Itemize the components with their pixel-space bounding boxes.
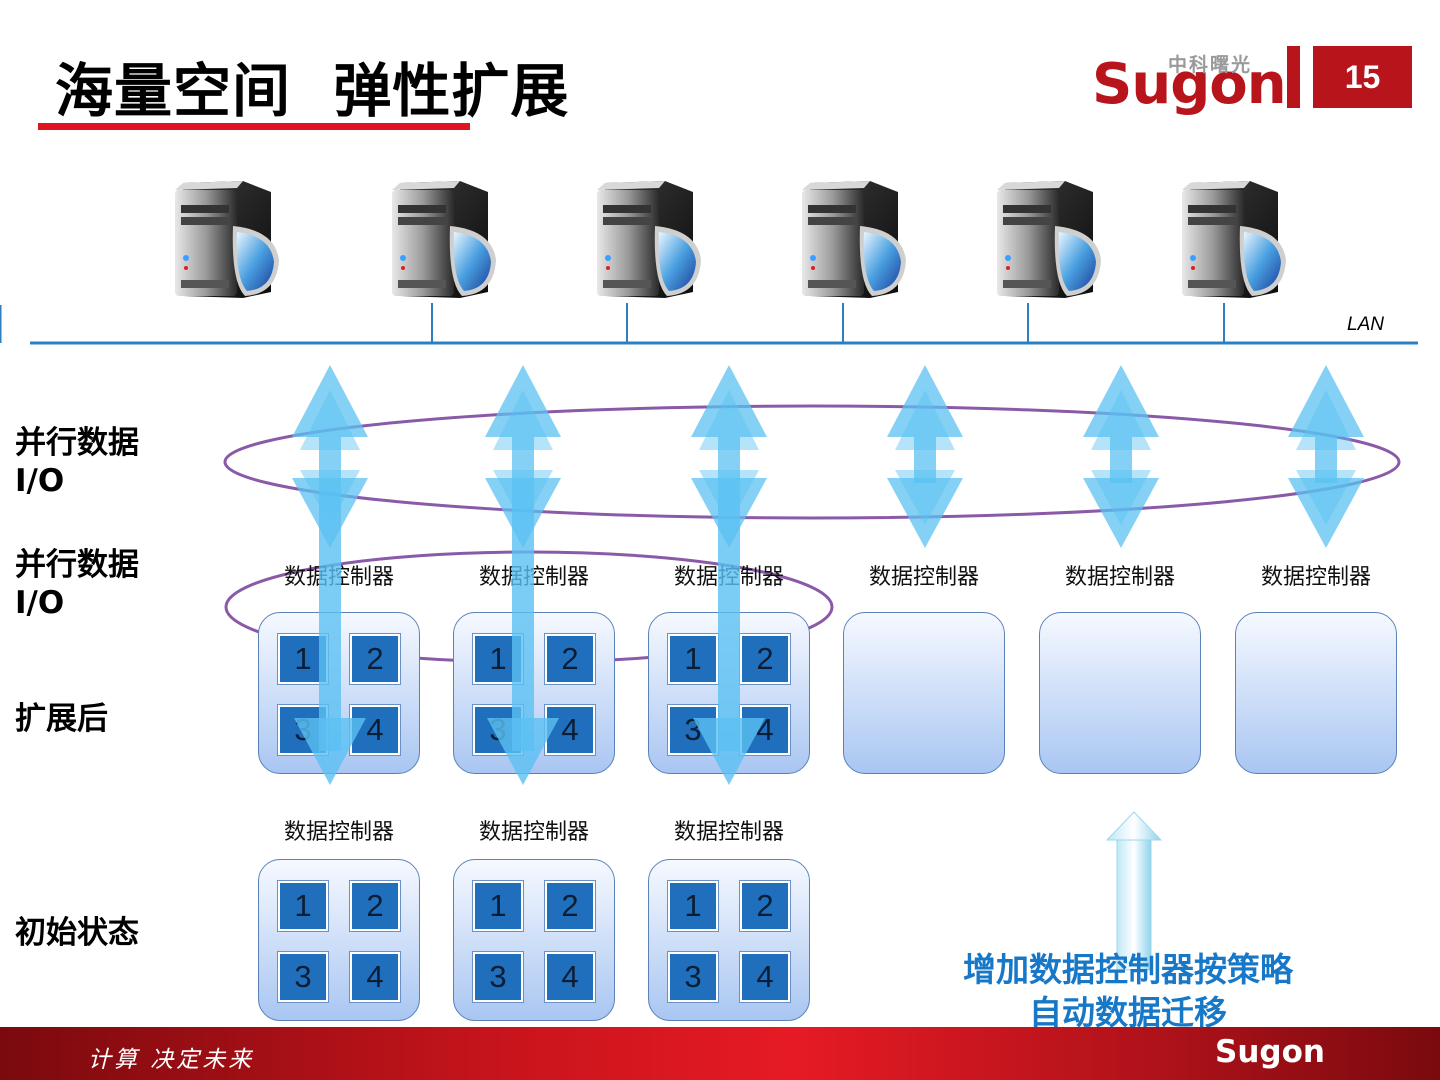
controller-label: 数据控制器 [673, 820, 784, 845]
lan-label: LAN [1347, 314, 1384, 335]
row-label-parallel-io-2: 并行数据 I/O [15, 547, 139, 621]
storage-block: 3 [278, 705, 328, 755]
server-icon [175, 181, 279, 298]
storage-block: 1 [278, 881, 328, 931]
migration-arrow-icon [1105, 811, 1163, 971]
storage-block: 2 [740, 634, 790, 684]
parallel-io-ellipse-large [223, 404, 1401, 520]
storage-block: 3 [668, 952, 718, 1002]
controller-label: 数据控制器 [283, 820, 394, 845]
storage-block: 3 [668, 705, 718, 755]
title-underline [38, 123, 470, 130]
storage-block: 4 [350, 705, 400, 755]
storage-block: 2 [350, 881, 400, 931]
storage-block: 1 [278, 634, 328, 684]
data-controller-unit [1039, 612, 1201, 774]
server-icon [997, 181, 1101, 298]
controller-label: 数据控制器 [673, 565, 784, 590]
storage-block: 3 [473, 952, 523, 1002]
storage-block: 2 [545, 881, 595, 931]
storage-block: 4 [740, 952, 790, 1002]
storage-block: 2 [740, 881, 790, 931]
storage-block: 2 [545, 634, 595, 684]
logo-divider [1287, 46, 1300, 108]
storage-block: 2 [350, 634, 400, 684]
server-icon [597, 181, 701, 298]
row-label-parallel-io-1: 并行数据 I/O [15, 425, 139, 499]
controller-label: 数据控制器 [478, 820, 589, 845]
sugon-logo: Sugon [1092, 52, 1287, 117]
storage-block: 1 [668, 634, 718, 684]
controller-label: 数据控制器 [478, 565, 589, 590]
storage-block: 1 [473, 881, 523, 931]
server-icon [1182, 181, 1286, 298]
storage-block: 3 [278, 952, 328, 1002]
server-icon [802, 181, 906, 298]
storage-block: 4 [545, 705, 595, 755]
page-number: 15 [1313, 46, 1412, 108]
storage-block: 1 [473, 634, 523, 684]
slide-title: 海量空间 弹性扩展 [55, 57, 570, 125]
storage-block: 4 [545, 952, 595, 1002]
data-controller-unit [843, 612, 1005, 774]
storage-block: 4 [740, 705, 790, 755]
row-label-expanded: 扩展后 [15, 701, 108, 737]
server-icon [392, 181, 496, 298]
footer-bar [0, 1027, 1440, 1080]
controller-label: 数据控制器 [868, 565, 979, 590]
storage-block: 1 [668, 881, 718, 931]
row-label-initial: 初始状态 [15, 915, 139, 951]
migration-note: 增加数据控制器按策略自动数据迁移 [963, 950, 1293, 1032]
controller-label: 数据控制器 [283, 565, 394, 590]
logo-chinese-name: 中科曙光 [1168, 54, 1253, 76]
data-controller-unit [1235, 612, 1397, 774]
controller-label: 数据控制器 [1064, 565, 1175, 590]
storage-block: 3 [473, 705, 523, 755]
storage-block: 4 [350, 952, 400, 1002]
footer-brand: Sugon [1215, 1034, 1325, 1070]
footer-slogan: 计算 决定未来 [88, 1047, 255, 1073]
controller-label: 数据控制器 [1260, 565, 1371, 590]
